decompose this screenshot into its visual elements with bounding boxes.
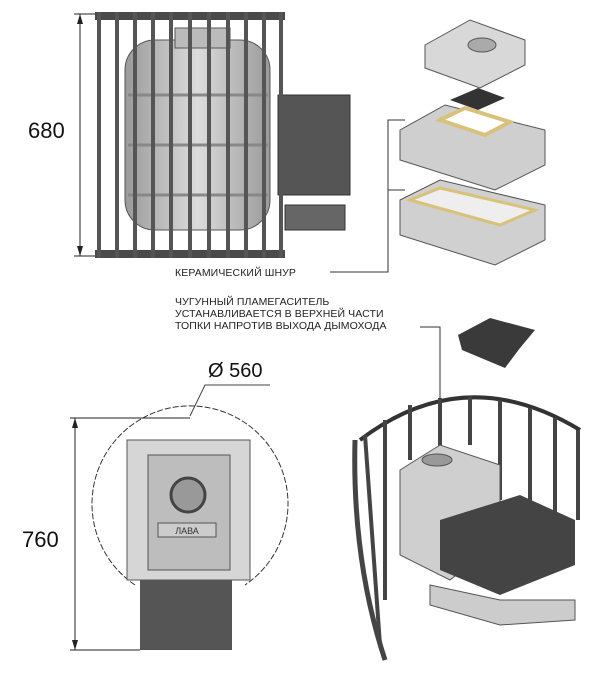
- cage-circle: [91, 405, 289, 586]
- cord-leader-line: [330, 119, 405, 273]
- ceramic-cord-label: КЕРАМИЧЕСКИЙ ШНУР: [175, 267, 297, 279]
- firebox-tunnel: [277, 94, 351, 196]
- isometric-view: [352, 395, 582, 661]
- logo: ЛАВА: [175, 526, 199, 536]
- tunnel-iso: [440, 495, 575, 595]
- firebox-tunnel-top: [140, 580, 232, 650]
- exploded-view: [330, 19, 546, 410]
- stove-body: [124, 39, 271, 231]
- upper-body: [399, 104, 546, 191]
- height-label-bottom: 760: [22, 527, 59, 552]
- flame-arrestor-label: ЧУГУННЫЙ ПЛАМЕГАСИТЕЛЬ УСТАНАВЛИВАЕТСЯ В…: [175, 296, 387, 332]
- height-label-top: 680: [28, 118, 65, 143]
- arrestor-leader-line: [420, 326, 441, 410]
- flame-arrestor-line-3: ТОПКИ НАПРОТИВ ВЫХОДА ДЫМОХОДА: [175, 320, 387, 332]
- ceramic-cord-upper: [434, 105, 516, 138]
- diameter-leader: [189, 384, 270, 417]
- flame-arrestor: [458, 318, 535, 368]
- ceramic-cord-lower: [405, 186, 540, 227]
- cage-bars: [97, 12, 283, 258]
- flame-arrestor-line-2: УСТАНАВЛИВАЕТСЯ В ВЕРХНЕЙ ЧАСТИ: [175, 308, 384, 320]
- flame-arrestor-line-1: ЧУГУННЫЙ ПЛАМЕГАСИТЕЛЬ: [175, 296, 330, 308]
- top-lid: [424, 19, 526, 89]
- lower-body: [399, 179, 546, 266]
- top-view: ЛАВА: [70, 384, 289, 651]
- plate: [450, 88, 505, 110]
- side-view: [74, 12, 351, 258]
- diameter-label: Ø 560: [208, 360, 263, 382]
